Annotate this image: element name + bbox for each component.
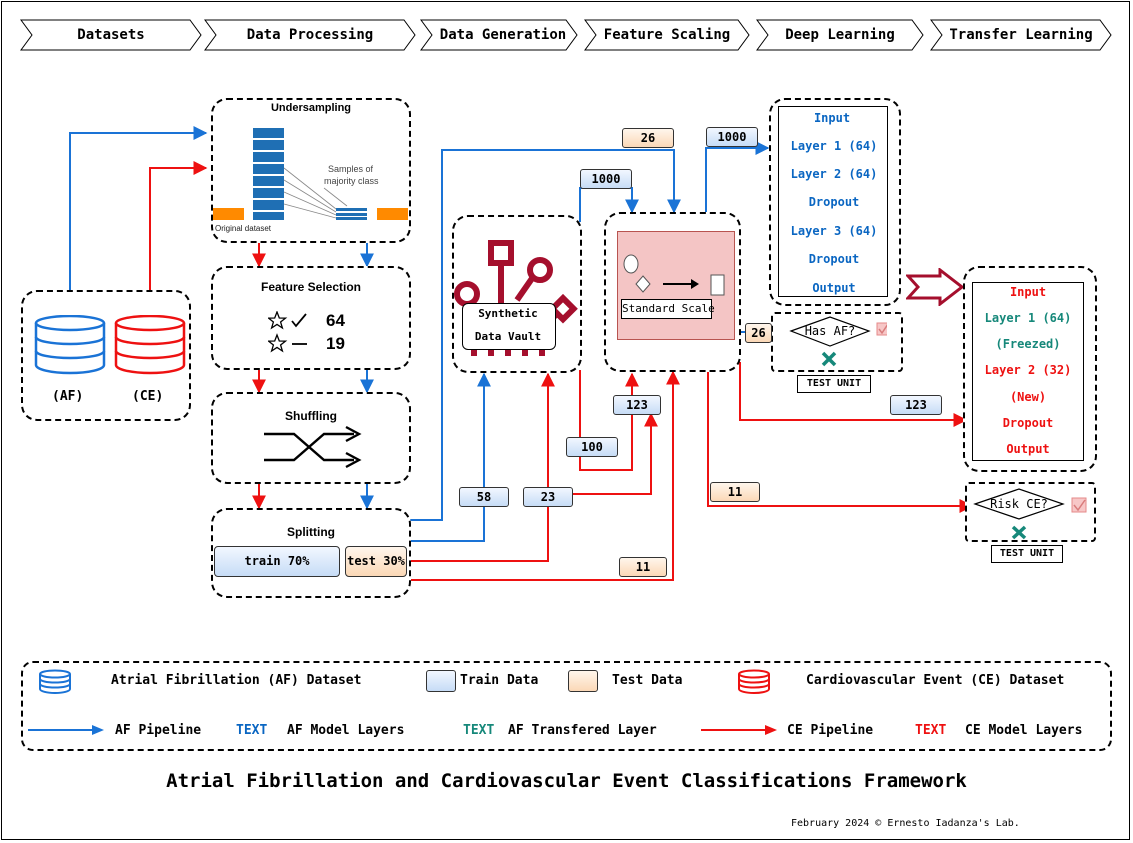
ce-test-question: Risk CE?: [990, 497, 1048, 511]
original-dataset-label: Original dataset: [215, 224, 272, 233]
majority-label-2: majority class: [324, 176, 379, 186]
count-tag-split-23: 23: [523, 487, 573, 507]
count-tag-test-26-side: 26: [745, 323, 772, 343]
ce-model-layers-panel: [972, 282, 1084, 461]
check-icon: [291, 313, 307, 328]
removed-features-count: 19: [326, 334, 345, 353]
selected-features-count: 64: [326, 311, 345, 330]
af-layer-input: Input: [813, 111, 851, 125]
af-layer-output: Output: [812, 281, 856, 295]
diagram-title: Atrial Fibrillation and Cardiovascular E…: [166, 770, 967, 792]
splitting-title: Splitting: [287, 525, 335, 539]
credit-text: February 2024 © Ernesto Iadanza's Lab.: [791, 818, 1020, 829]
transfer-arrow-icon: [906, 268, 964, 306]
legend-ce-database-icon: [738, 669, 770, 694]
step-feature-scaling: Feature Scaling: [584, 19, 750, 51]
count-tag-test-26-top: 26: [622, 128, 674, 148]
train-split-tag: train 70%: [214, 546, 340, 577]
ce-layer-2-new: (New): [1009, 390, 1047, 404]
count-tag-split-58: 58: [459, 487, 509, 507]
count-tag-test-11-right: 11: [710, 482, 760, 502]
af-dropout-1: Dropout: [808, 195, 860, 209]
ce-test-unit-label: TEST UNIT: [991, 545, 1063, 563]
legend-test-data: Test Data: [612, 673, 683, 688]
legend-test-swatch: [568, 670, 598, 692]
scaler-flow-icons: [623, 254, 725, 296]
legend-ce-pipeline-arrow: [701, 725, 777, 735]
legend-af-pipeline: AF Pipeline: [115, 723, 202, 738]
count-tag-scaled-123: 123: [890, 395, 942, 415]
count-tag-synth-100: 100: [566, 437, 618, 457]
standard-scale-label: Standard Scale: [621, 299, 715, 319]
majority-label-1: Samples of: [328, 164, 374, 174]
count-tag-test-11-bottom: 11: [619, 557, 667, 577]
legend-af-transfer-layer: AF Transfered Layer: [508, 723, 657, 738]
test-split-tag: test 30%: [345, 546, 407, 577]
step-datasets: Datasets: [20, 19, 202, 51]
count-tag-train-123: 123: [613, 395, 661, 415]
af-test-decision-icon: [789, 316, 887, 367]
legend-ce-dataset: Cardiovascular Event (CE) Dataset: [806, 673, 1065, 688]
af-ce-database-icons: [34, 315, 186, 375]
shuffle-icon: [264, 425, 362, 469]
ce-layer-input: Input: [1009, 285, 1047, 299]
af-dataset-label: (AF): [52, 389, 84, 404]
shuffling-title: Shuffling: [285, 409, 337, 423]
undersampling-title: Undersampling: [270, 102, 352, 114]
legend-af-model-layers: AF Model Layers: [287, 723, 405, 738]
step-transfer-learning: Transfer Learning: [930, 19, 1112, 51]
count-tag-synth-1000: 1000: [580, 169, 632, 189]
ce-dataset-label: (CE): [132, 389, 164, 404]
legend-text-blue: TEXT: [236, 723, 268, 738]
feature-selection-title: Feature Selection: [260, 280, 362, 294]
star-icon: [268, 311, 288, 330]
step-deep-learning: Deep Learning: [756, 19, 924, 51]
shuffling-box: [211, 392, 411, 484]
af-test-unit-label: TEST UNIT: [797, 375, 871, 393]
legend-af-database-icon: [39, 669, 71, 694]
ce-layer-output: Output: [1006, 442, 1050, 456]
ce-layer-1-freezed: (Freezed): [995, 337, 1061, 351]
af-test-question: Has AF?: [804, 324, 856, 338]
af-layer-3: Layer 3 (64): [790, 224, 878, 238]
legend-af-pipeline-arrow: [28, 725, 104, 735]
legend-train-swatch: [426, 670, 456, 692]
count-tag-train-1000-top: 1000: [706, 127, 758, 147]
af-model-layers-panel: [778, 106, 888, 297]
feature-selection-box: [211, 266, 411, 370]
af-layer-2: Layer 2 (64): [790, 167, 878, 181]
ce-dropout: Dropout: [1002, 416, 1054, 430]
legend-af-dataset: Atrial Fibrillation (AF) Dataset: [111, 673, 362, 688]
af-layer-1: Layer 1 (64): [790, 139, 878, 153]
synthetic-label-line1: Synthetic: [478, 307, 538, 320]
ce-layer-2: Layer 2 (32): [984, 363, 1072, 377]
legend-text-teal: TEXT: [463, 723, 495, 738]
legend-ce-model-layers: CE Model Layers: [965, 723, 1083, 738]
star-icon: [268, 333, 288, 353]
step-data-generation: Data Generation: [420, 19, 578, 51]
legend-box: [21, 661, 1112, 751]
ce-database-icon: [114, 315, 186, 375]
step-data-processing: Data Processing: [204, 19, 416, 51]
ce-layer-1-transferred: Layer 1 (64): [984, 311, 1072, 325]
undersampling-illustration: [213, 128, 408, 220]
star-check-icons: [268, 311, 307, 353]
synthetic-label-line2: Data Vault: [474, 330, 542, 343]
ce-test-decision-icon: [973, 488, 1087, 540]
legend-ce-pipeline: CE Pipeline: [787, 723, 874, 738]
af-dropout-2: Dropout: [808, 252, 860, 266]
legend-text-red: TEXT: [915, 723, 947, 738]
synthetic-data-vault-label: [462, 303, 556, 350]
legend-train-data: Train Data: [460, 673, 539, 688]
af-database-icon: [34, 315, 106, 375]
